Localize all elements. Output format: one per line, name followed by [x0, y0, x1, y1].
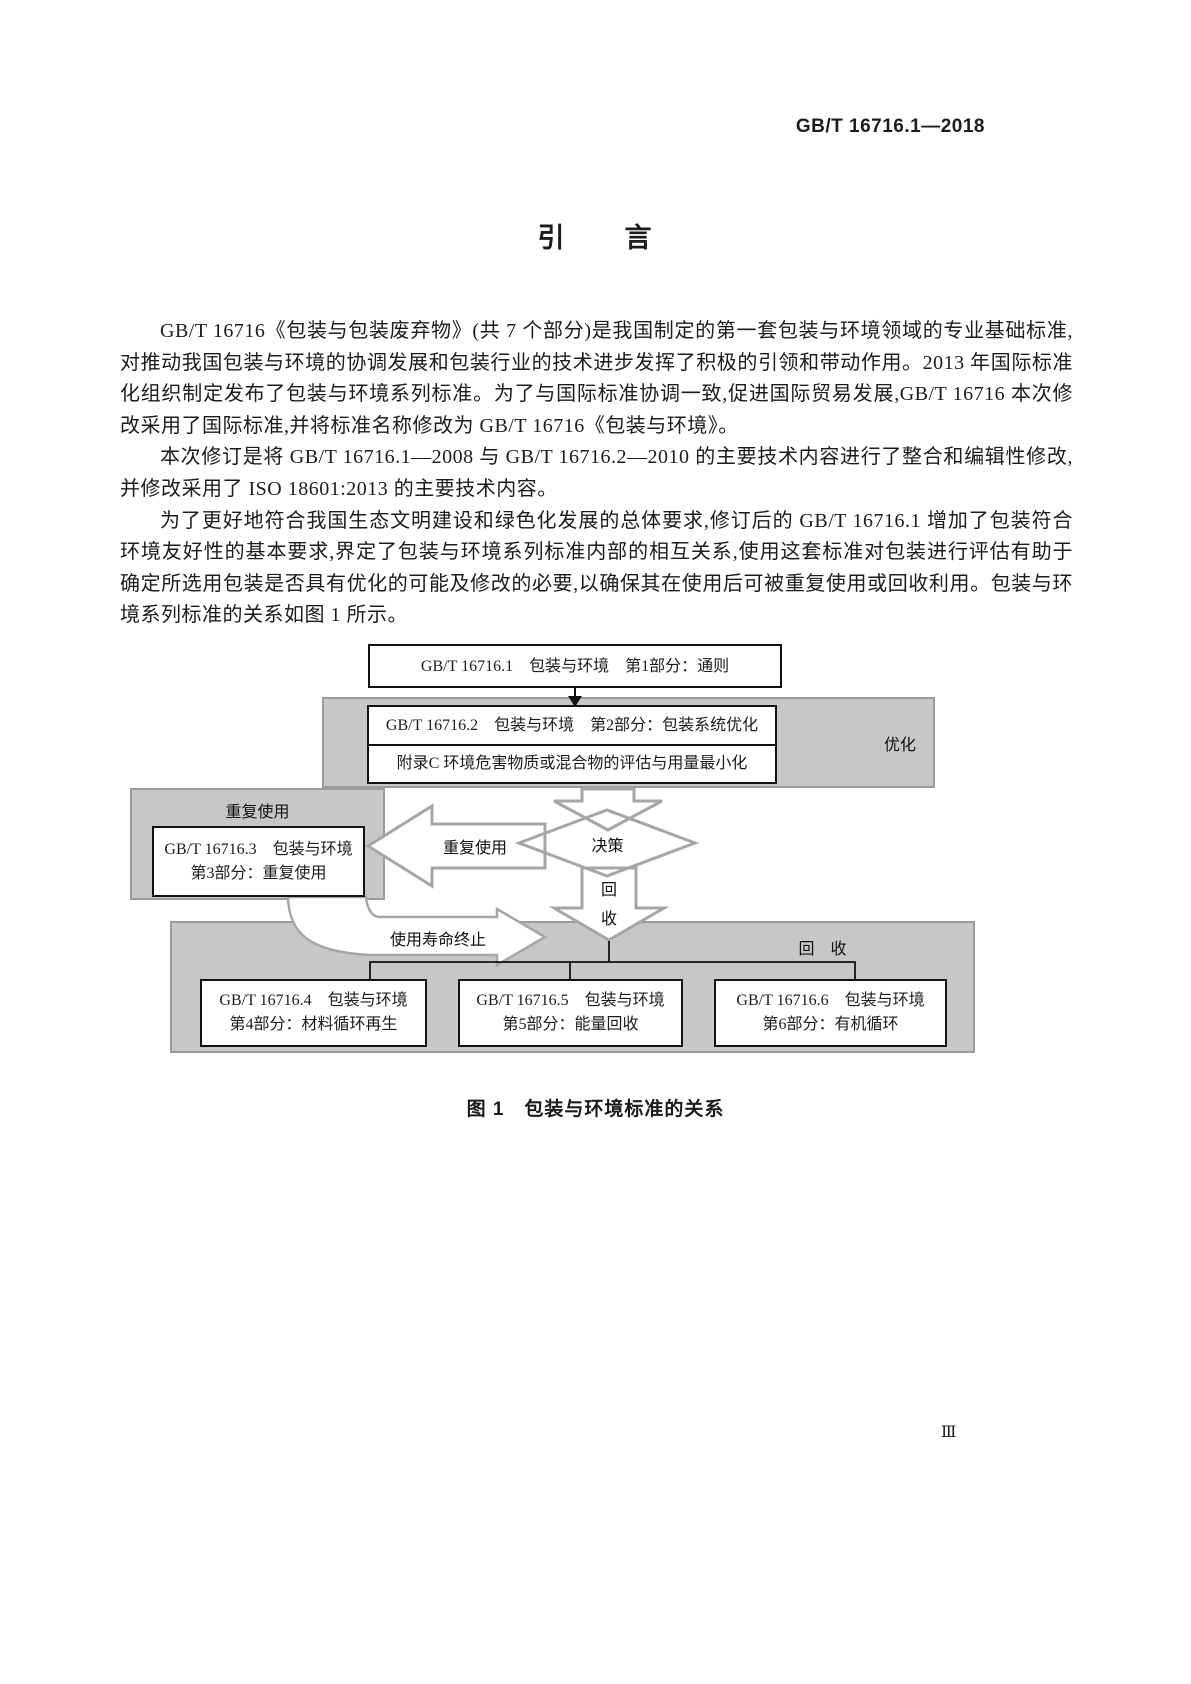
standard-code: GB/T 16716.1—2018 [795, 116, 985, 137]
optimization-label-text: 优化 [883, 737, 916, 754]
optimization-group-label: 优化 [865, 732, 935, 754]
end-of-life-label-text: 使用寿命终止 [389, 932, 486, 949]
diagram-arrows [286, 688, 856, 979]
box-annex-c: 附录C 环境危害物质或混合物的评估与用量最小化 [369, 743, 775, 783]
end-of-life-arrow-label: 使用寿命终止 [368, 926, 508, 950]
box-part3: GB/T 16716.3 包装与环境 第3部分：重复使用 [152, 826, 365, 897]
box-part4: GB/T 16716.4 包装与环境 第4部分：材料循环再生 [200, 979, 427, 1047]
box-annex-c-label: 附录C 环境危害物质或混合物的评估与用量最小化 [396, 755, 748, 773]
recovery-connector-lines [369, 941, 856, 979]
box-part6-line1: GB/T 16716.6 包装与环境 [736, 992, 925, 1009]
reuse-arrow-label: 重复使用 [415, 835, 535, 857]
page-number: Ⅲ [941, 1424, 957, 1441]
box-part2: GB/T 16716.2 包装与环境 第2部分：包装系统优化 [369, 707, 775, 744]
reuse-arrow-label-text: 重复使用 [442, 840, 507, 857]
box-part2-label: GB/T 16716.2 包装与环境 第2部分：包装系统优化 [385, 716, 759, 734]
box-part5-line2: 第5部分：能量回收 [502, 1016, 639, 1033]
reuse-arrow-icon [365, 803, 547, 889]
page-title: 引 言 [537, 223, 654, 253]
decision-label: 决策 [560, 833, 655, 855]
box-part6-line2: 第6部分：有机循环 [762, 1016, 899, 1033]
recycle-arrow-char2: 收 [600, 911, 617, 928]
box-part1: GB/T 16716.1 包装与环境 第1部分：通则 [368, 644, 782, 688]
reuse-group-label: 重复使用 [130, 798, 385, 822]
box-part4-line1: GB/T 16716.4 包装与环境 [219, 992, 408, 1009]
box-part5: GB/T 16716.5 包装与环境 第5部分：能量回收 [458, 979, 683, 1047]
paragraph: 为了更好地符合我国生态文明建设和绿色化发展的总体要求,修订后的 GB/T 167… [120, 509, 1073, 627]
recycle-arrow-char1: 回 [600, 882, 617, 899]
box-part6: GB/T 16716.6 包装与环境 第6部分：有机循环 [714, 979, 947, 1047]
end-of-life-arrow-icon [286, 895, 548, 968]
box-part3-line2: 第3部分：重复使用 [190, 864, 327, 882]
recycle-arrow-icon [548, 866, 670, 942]
box-part4-line2: 第4部分：材料循环再生 [229, 1016, 398, 1033]
decision-label-text: 决策 [591, 838, 624, 855]
box-part5-line1: GB/T 16716.5 包装与环境 [476, 992, 665, 1009]
paragraph: 本次修订是将 GB/T 16716.1—2008 与 GB/T 16716.2—… [120, 446, 1073, 500]
reuse-group-label-text: 重复使用 [225, 804, 290, 821]
intro-text: GB/T 16716《包装与包装废弃物》(共 7 个部分)是我国制定的第一套包装… [120, 316, 1073, 632]
down-arrow-icon [568, 688, 582, 707]
figure-caption: 图 1 包装与环境标准的关系 [466, 1099, 725, 1120]
decision-diamond-icon [514, 808, 700, 878]
recycle-arrow-label: 回 收 [589, 876, 629, 934]
paragraph: GB/T 16716《包装与包装废弃物》(共 7 个部分)是我国制定的第一套包装… [120, 320, 1073, 437]
box-part3-line1: GB/T 16716.3 包装与环境 [164, 840, 353, 858]
recovery-group-label-text: 回 收 [798, 941, 847, 958]
box-part1-label: GB/T 16716.1 包装与环境 第1部分：通则 [420, 657, 730, 675]
box-part2-group: GB/T 16716.2 包装与环境 第2部分：包装系统优化 附录C 环境危害物… [367, 705, 777, 784]
recovery-group-label: 回 收 [770, 936, 875, 958]
